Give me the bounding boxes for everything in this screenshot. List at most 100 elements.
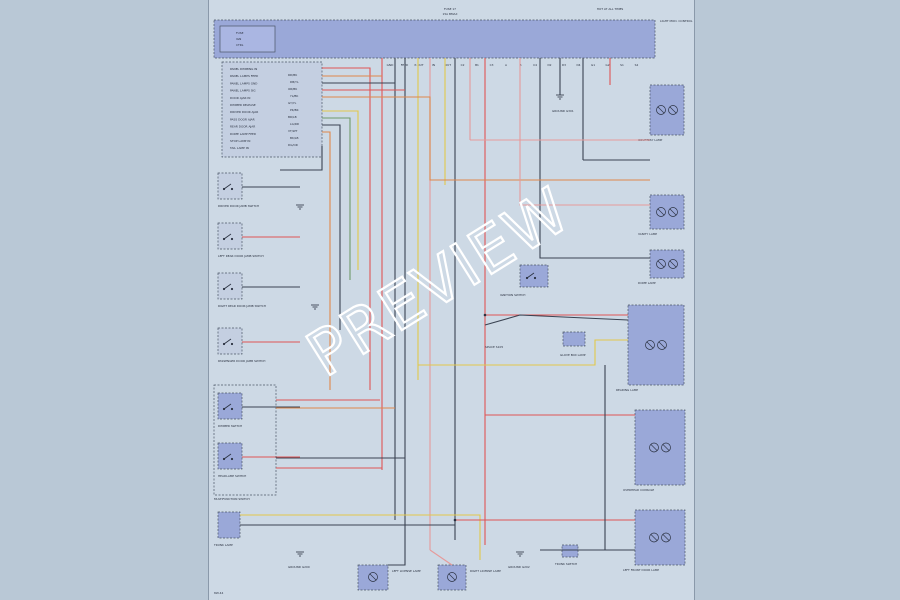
module-pin-label: S2	[635, 63, 639, 67]
wire-color-code: DG/OR	[288, 143, 298, 147]
wire-color-code: VT/WT	[288, 129, 298, 133]
right-lamp-bulb	[656, 207, 666, 217]
yellow-bus-wire	[418, 339, 628, 366]
right-feed-wire-3	[539, 215, 650, 259]
right-ground-wire	[604, 365, 635, 551]
left-switch-symbol-contact-b	[230, 187, 234, 191]
splice-dot	[483, 313, 487, 317]
right-lamp-bulb-filament	[657, 260, 665, 268]
wire-color-code: GY/YL	[288, 101, 297, 105]
left-switch-housing	[217, 392, 243, 420]
module-pin-label: C4	[533, 63, 537, 67]
left-switch-housing	[217, 327, 243, 355]
right-lamp-bulb-filament	[657, 208, 665, 216]
module-pin-label: C3	[490, 63, 494, 67]
right-lamp-bulb	[656, 105, 666, 115]
wire-color-code: BK/LB	[290, 136, 298, 140]
fuse-left-label-2: 15A BMAX	[442, 12, 457, 16]
horizontal-wire	[280, 146, 323, 171]
right-lamp-bulb-filament	[646, 341, 654, 349]
left-switch-symbol-contact-b	[230, 237, 234, 241]
right-lamp-bulb-2-filament	[662, 444, 670, 451]
module-pin-label: S1	[620, 63, 624, 67]
right-lamp-bulb-2-filament	[669, 260, 677, 268]
horizontal-wire	[322, 124, 341, 330]
left-switch-symbol-contact-b	[230, 407, 234, 411]
module-pin-label: OUT	[445, 63, 451, 67]
left-switch-housing	[217, 172, 243, 200]
horizontal-wire	[322, 67, 371, 390]
right-lamp-bulb-2-filament	[669, 208, 677, 216]
ground-label-bottom: GROUND G202	[508, 565, 530, 569]
right-lamp-bulb-2	[657, 340, 667, 350]
right-lamp-bulb	[645, 340, 655, 350]
trunk-lamp-housing	[217, 511, 241, 539]
right-lamp-bulb	[656, 259, 666, 269]
module-pin-label: D4	[576, 63, 580, 67]
left-module-pin-label: DRIVER DOOR AJAR	[230, 110, 258, 114]
left-module-pin-label: DIMMER RELEASE	[230, 103, 256, 107]
bottom-component-label: LEFT LICENSE LAMP	[392, 569, 421, 573]
left-module-pin-label: PANEL DIMMING IN	[230, 67, 257, 71]
left-module-pin-label: TAIL LAMP IN	[229, 146, 249, 150]
ignition-switch-symbol-blade	[526, 272, 535, 279]
multifunction-label: MULTIFUNCTION SWITCH	[214, 497, 250, 501]
license-wire	[388, 545, 406, 566]
module-pin-label: IN	[432, 63, 435, 67]
left-module-pin-label: DOME LAMP FEED	[230, 132, 257, 136]
left-switch-housing	[217, 442, 243, 470]
left-body-module	[221, 61, 323, 158]
left-module-pin-label: PANEL LAMPS GND	[230, 81, 258, 85]
left-switch-symbol-contact-b	[230, 342, 234, 346]
bottom-component-label: RIGHT LICENSE LAMP	[470, 569, 501, 573]
horizontal-wire	[322, 131, 331, 390]
left-module-pin-label: PASS DOOR AJAR	[230, 117, 255, 121]
right-component-label: READING LAMP	[616, 388, 638, 392]
right-component-housing	[649, 194, 685, 230]
left-module-pin-label: STOP LAMP IN	[230, 139, 250, 143]
left-switch-housing	[217, 272, 243, 300]
left-module-pin-label: REAR DOOR AJAR	[230, 125, 255, 129]
left-component-label: HEADLAMP SWITCH	[218, 474, 246, 478]
left-license-lamp-bulb-filament	[369, 573, 377, 581]
trunk-lamp-label: TRUNK LAMP	[213, 543, 233, 547]
fuse-right-label: HOT AT ALL TIMES	[597, 7, 624, 11]
module-inner-label-1: FUSE	[236, 31, 244, 35]
right-feed-wire-2	[519, 140, 650, 206]
right-lamp-bulb	[649, 532, 659, 543]
right-lamp-bulb-2-filament	[669, 106, 677, 114]
splice-label: SPLICE S105	[485, 345, 503, 349]
module-pin-label: A	[505, 63, 507, 67]
trunk-switch-housing	[561, 544, 579, 558]
fuse-left-label-1: FUSE 17	[444, 7, 456, 11]
right-license-lamp-bulb-filament	[448, 573, 456, 581]
splice-dot	[453, 518, 457, 522]
light-control-module	[213, 19, 656, 59]
right-component-housing	[649, 84, 685, 136]
wire-color-code: LG/RD	[290, 122, 300, 126]
module-tag-label: LIGHT MOD. CONTROL	[660, 19, 693, 23]
ignition-switch-label: IGNITION SWITCH	[500, 293, 525, 297]
left-module-pin-label: DOOR AJAR IN	[230, 96, 250, 100]
right-lamp-bulb	[649, 442, 659, 453]
right-component-housing	[634, 509, 686, 566]
right-lamp-bulb-2-filament	[658, 341, 666, 349]
left-switch-symbol-blade	[223, 338, 232, 345]
right-component-label: COURTESY LAMP	[638, 138, 662, 142]
right-lamp-bulb-2	[668, 207, 678, 217]
left-switch-symbol-blade	[223, 453, 232, 460]
ignition-switch-symbol-contact-b	[533, 276, 537, 280]
right-component-label: LEFT FRONT DOOR LAMP	[623, 568, 659, 572]
ground-label-bottom: GROUND G200	[288, 565, 310, 569]
trunk-lamp-wire	[240, 514, 481, 560]
glove-box-lamp-label: GLOVE BOX LAMP	[560, 353, 586, 357]
module-inner-block	[219, 25, 276, 53]
module-inner-label-2: IGN	[236, 37, 241, 41]
wire-color-code: YL/BK	[290, 94, 298, 98]
multifunction-switch-housing	[213, 384, 277, 496]
horizontal-wire	[322, 117, 351, 280]
module-pin-label: P-OUT	[415, 63, 424, 67]
ground-label-center: GROUND G301	[552, 109, 574, 113]
left-license-lamp-housing	[357, 564, 389, 591]
license-wire-2	[429, 549, 453, 566]
